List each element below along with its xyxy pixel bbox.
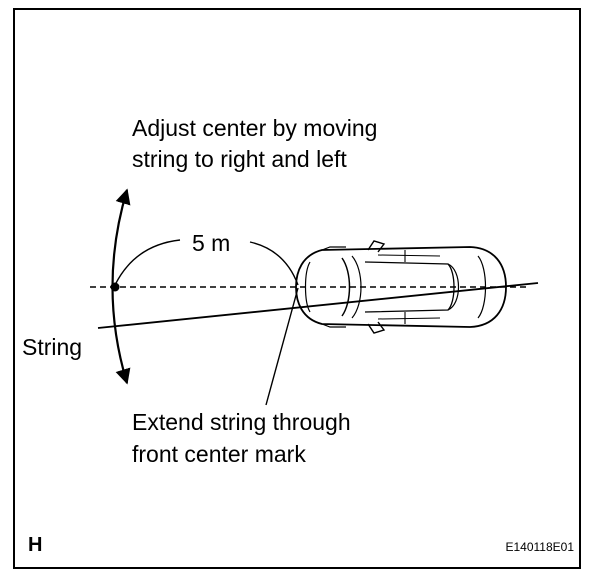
adjust-instruction-line1: Adjust center by moving (132, 115, 377, 141)
distance-curve-right (249, 241, 299, 286)
diagram-frame (13, 8, 581, 569)
front-mark-leader (265, 287, 299, 406)
distance-label: 5 m (192, 230, 230, 256)
car-top-view (295, 240, 507, 334)
distance-curve-left (114, 239, 181, 286)
string-label: String (22, 334, 82, 360)
string-anchor-point (110, 282, 120, 292)
corner-letter: H (28, 534, 42, 556)
extend-instruction-line1: Extend string through (132, 409, 351, 435)
adjust-instruction-line2: string to right and left (132, 146, 347, 172)
string-line (97, 282, 539, 329)
figure-code: E140118E01 (505, 540, 574, 554)
extend-instruction-line2: front center mark (132, 441, 306, 467)
